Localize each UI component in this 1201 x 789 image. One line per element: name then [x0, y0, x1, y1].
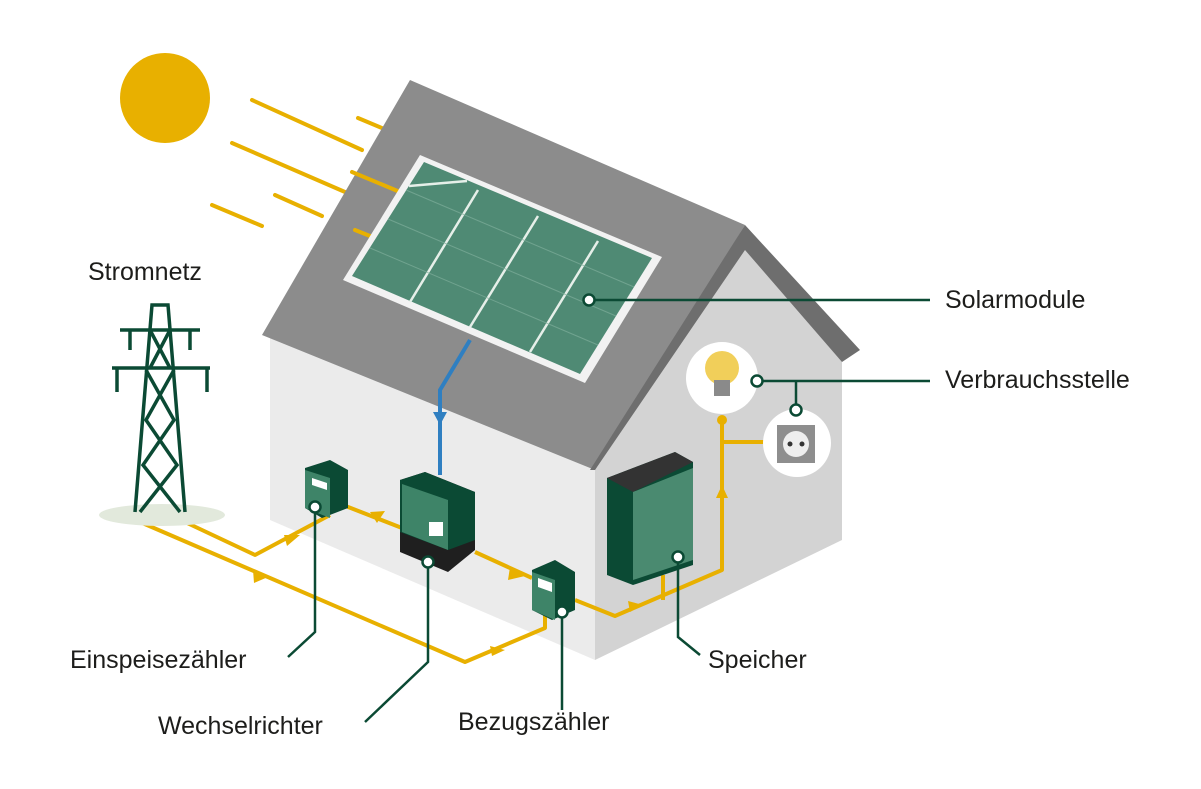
- leader-lines: [287, 298, 930, 723]
- label-inverter: Wechselrichter: [158, 712, 323, 740]
- solar-panel-icon: [343, 155, 662, 383]
- label-consumption-point: Verbrauchsstelle: [945, 366, 1130, 394]
- power-tower-icon: [112, 303, 210, 514]
- battery-storage-icon: [607, 452, 693, 585]
- light-bulb-icon: [705, 351, 739, 396]
- leader-dots: [308, 293, 803, 619]
- sun-icon: [120, 53, 210, 143]
- label-solar-modules: Solarmodule: [945, 286, 1086, 314]
- power-lines: [139, 420, 768, 664]
- label-storage: Speicher: [708, 646, 807, 674]
- flow-arrows: [253, 415, 773, 656]
- label-consumption-meter: Bezugszähler: [458, 708, 610, 736]
- consumption-meter-icon: [532, 560, 575, 620]
- inverter-icon: [400, 472, 475, 572]
- power-socket-icon: [777, 425, 815, 463]
- label-feed-in-meter: Einspeisezähler: [70, 646, 247, 674]
- dc-line: [438, 338, 472, 475]
- roof-gable-edge: [590, 225, 860, 470]
- label-grid: Stromnetz: [88, 258, 202, 286]
- tower-ground: [99, 504, 225, 526]
